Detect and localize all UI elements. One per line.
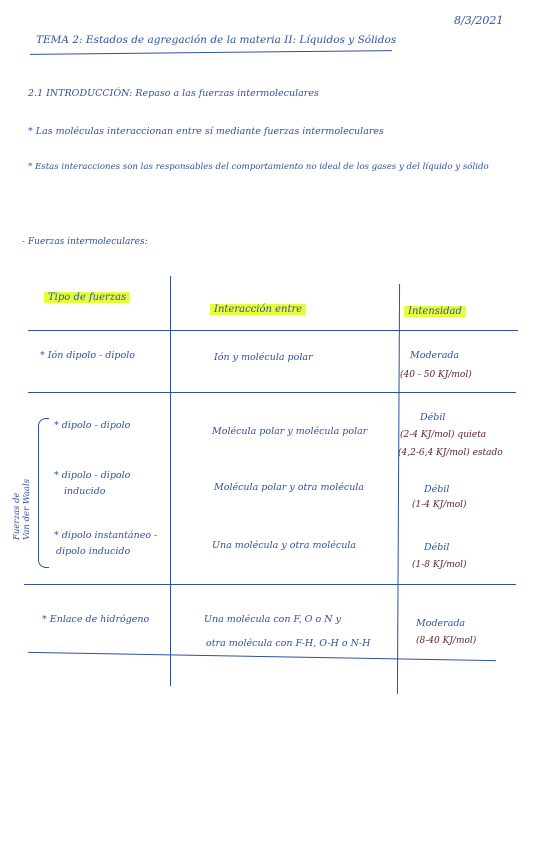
row-3-intensity-word: Débil xyxy=(424,484,450,495)
row-2-intensity-word: Débil xyxy=(420,412,446,423)
row-1-intensity-range: (40 - 50 KJ/mol) xyxy=(400,370,472,380)
header-interaction: Interacción entre xyxy=(210,304,307,315)
intro-heading: 2.1 INTRODUCCIÓN: Repaso a las fuerzas i… xyxy=(28,88,319,99)
row-3-type-line-2: inducido xyxy=(64,486,106,497)
table-divider-1 xyxy=(170,276,171,686)
header-intensity-text: Intensidad xyxy=(404,306,466,317)
row-3-type: * dipolo - dipolo xyxy=(54,470,131,481)
row-5-type: * Enlace de hidrógeno xyxy=(42,614,150,625)
side-label: Fuerzas de Van der Waals xyxy=(12,479,32,540)
row-3-intensity-range: (1-4 KJ/mol) xyxy=(412,500,467,510)
row-2-intensity-range-2: (4,2-6,4 KJ/mol) estado xyxy=(398,448,503,458)
title-underline xyxy=(30,50,392,55)
row-5-intensity-range: (8-40 KJ/mol) xyxy=(416,636,477,646)
van-der-waals-brace xyxy=(38,418,49,568)
table-bottom-rule xyxy=(28,651,496,662)
row-4-interaction: Una molécula y otra molécula xyxy=(212,540,357,551)
section-label: - Fuerzas intermoleculares: xyxy=(22,237,148,247)
side-label-line-2: Van der Waals xyxy=(22,478,32,540)
intro-line-1: * Las moléculas interaccionan entre sí m… xyxy=(28,126,384,137)
row-2-type: * dipolo - dipolo xyxy=(54,420,131,431)
row-2-intensity-range: (2-4 KJ/mol) quieta xyxy=(400,430,487,440)
table-row-rule-2 xyxy=(24,584,516,585)
intro-line-2: * Estas interacciones son las responsabl… xyxy=(28,162,489,172)
table-row-rule-1 xyxy=(28,392,516,393)
row-4-type-line-2: dipolo inducido xyxy=(56,546,131,557)
row-5-interaction: Una molécula con F, O o N y xyxy=(204,614,341,625)
row-3-interaction: Molécula polar y otra molécula xyxy=(214,482,365,493)
row-4-intensity-range: (1-8 KJ/mol) xyxy=(412,560,467,570)
header-type-text: Tipo de fuerzas xyxy=(44,292,131,303)
date-text: 8/3/2021 xyxy=(454,14,504,27)
side-label-line-1: Fuerzas de xyxy=(12,492,22,540)
table-header-rule xyxy=(28,330,518,331)
row-1-type: * Ión dipolo - dipolo xyxy=(40,350,135,361)
row-5-intensity-word: Moderada xyxy=(416,618,466,629)
row-1-interaction: Ión y molécula polar xyxy=(214,352,313,363)
row-1-intensity-word: Moderada xyxy=(410,350,460,361)
header-type: Tipo de fuerzas xyxy=(44,292,131,303)
row-5-interaction-line-2: otra molécula con F-H, O-H o N-H xyxy=(206,638,371,649)
header-intensity: Intensidad xyxy=(404,306,466,317)
table-divider-2 xyxy=(396,284,401,694)
row-4-intensity-word: Débil xyxy=(424,542,450,553)
row-4-type: * dipolo instantáneo - xyxy=(54,530,158,541)
row-2-interaction: Molécula polar y molécula polar xyxy=(212,426,368,437)
header-interaction-text: Interacción entre xyxy=(210,304,307,315)
page-title: TEMA 2: Estados de agregación de la mate… xyxy=(36,34,397,46)
